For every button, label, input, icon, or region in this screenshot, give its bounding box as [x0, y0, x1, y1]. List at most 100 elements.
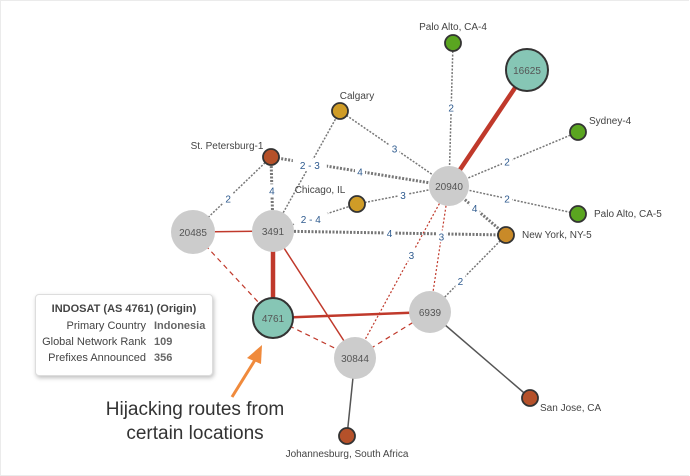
- as-info-tooltip: INDOSAT (AS 4761) (Origin) Primary Count…: [35, 294, 213, 376]
- info-row-primary-country: Primary Country Indonesia: [36, 318, 212, 334]
- edge-hop-label: 2: [448, 103, 454, 114]
- node-circle[interactable]: [505, 48, 549, 92]
- asn-label: 20485: [179, 228, 207, 239]
- node-circle[interactable]: [171, 210, 215, 254]
- edge-hop-label: 4: [269, 186, 275, 197]
- info-label: Prefixes Announced: [48, 352, 146, 364]
- edge-3491-30844: [272, 230, 356, 359]
- location-label: Johannesburg, South Africa: [286, 449, 409, 460]
- asn-label: 6939: [419, 308, 442, 319]
- node-circle[interactable]: [444, 34, 462, 52]
- node-3491[interactable]: 3491: [252, 210, 294, 252]
- edge-label-bg: [469, 202, 480, 215]
- info-value: 109: [154, 336, 173, 348]
- node-20940[interactable]: 20940: [429, 166, 469, 206]
- node-ny[interactable]: New York, NY-5: [497, 226, 592, 244]
- node-pa4[interactable]: Palo Alto, CA-4: [419, 22, 487, 52]
- edge-hop-label: 4: [472, 204, 478, 215]
- node-circle[interactable]: [409, 291, 451, 333]
- edge-label-bg: [223, 192, 234, 205]
- node-20485[interactable]: 20485: [171, 210, 215, 254]
- edge-hop-label: 2: [458, 277, 464, 288]
- edge-label-bg: [384, 227, 395, 239]
- edge-hop-label: 2: [225, 194, 231, 205]
- asn-label: 4761: [262, 314, 285, 325]
- info-row-global-rank: Global Network Rank 109: [36, 334, 212, 350]
- edge-20940-syd: [448, 131, 579, 187]
- node-circle[interactable]: [262, 148, 280, 166]
- edge-label-bg: [446, 101, 457, 114]
- edge-hop-label: 3: [409, 251, 415, 262]
- edge-6939-sj: [429, 311, 531, 399]
- info-value: Indonesia: [154, 320, 206, 332]
- node-16625[interactable]: 16625: [505, 48, 549, 92]
- node-circle[interactable]: [331, 102, 349, 120]
- edge-label-bg: [398, 189, 408, 201]
- edge-hop-label: 3: [400, 191, 406, 202]
- edge-label-bg: [292, 159, 327, 171]
- edge-label-bg: [389, 142, 400, 155]
- annotation-text: Hijacking routes from certain locations: [95, 398, 295, 446]
- location-label: Sydney-4: [589, 116, 632, 127]
- edge-20940-pa4: [448, 42, 454, 187]
- node-30844[interactable]: 30844: [334, 337, 376, 379]
- edge-3491-cal: [272, 110, 341, 232]
- asn-label: 30844: [341, 354, 369, 365]
- edge-hop-label: 4: [357, 168, 363, 179]
- edge-20940-pa5: [448, 185, 579, 215]
- edge-hop-label: 2 - 4: [301, 215, 321, 226]
- edge-hop-label: 4: [387, 229, 393, 240]
- edge-20940-cal: [339, 110, 450, 187]
- edge-label-bg: [455, 275, 466, 288]
- node-6939[interactable]: 6939: [409, 291, 451, 333]
- edge-hop-label: 2: [504, 158, 510, 169]
- edge-label-bg: [293, 212, 328, 225]
- node-circle[interactable]: [569, 205, 587, 223]
- node-circle[interactable]: [348, 195, 366, 213]
- location-label: Chicago, IL: [295, 185, 346, 196]
- location-label: New York, NY-5: [522, 230, 592, 241]
- node-chi[interactable]: Chicago, IL: [295, 185, 366, 213]
- location-label: Palo Alto, CA-5: [594, 209, 662, 220]
- node-stp[interactable]: St. Petersburg-1: [191, 141, 280, 166]
- edge-4761-6939: [272, 310, 431, 320]
- edge-20940-30844: [354, 185, 450, 359]
- info-title: INDOSAT (AS 4761) (Origin): [51, 303, 197, 315]
- node-circle[interactable]: [497, 226, 515, 244]
- info-label: Primary Country: [66, 320, 146, 332]
- edge-label-bg: [406, 248, 417, 261]
- edge-label-bg: [502, 155, 513, 168]
- node-circle[interactable]: [338, 427, 356, 445]
- edge-20940-6939: [429, 185, 450, 313]
- edge-20940-16625: [447, 68, 529, 188]
- edge-label-bg: [502, 192, 513, 205]
- node-circle[interactable]: [521, 389, 539, 407]
- annotation-arrow: [230, 345, 262, 398]
- edge-hop-label: 3: [439, 232, 445, 243]
- node-circle[interactable]: [252, 210, 294, 252]
- location-label: San Jose, CA: [540, 403, 601, 414]
- node-circle[interactable]: [429, 166, 469, 206]
- node-jnb[interactable]: Johannesburg, South Africa: [286, 427, 409, 460]
- info-label: Global Network Rank: [42, 336, 146, 348]
- node-circle[interactable]: [569, 123, 587, 141]
- location-label: Calgary: [340, 91, 374, 102]
- asn-label: 16625: [513, 66, 541, 77]
- asn-label: 3491: [262, 227, 285, 238]
- node-pa5[interactable]: Palo Alto, CA-5: [569, 205, 662, 223]
- node-circle[interactable]: [252, 297, 294, 339]
- edge-hop-label: 3: [392, 145, 398, 156]
- node-syd[interactable]: Sydney-4: [569, 116, 632, 141]
- info-row-prefixes: Prefixes Announced 356: [36, 350, 212, 366]
- annotation-line-2: certain locations: [126, 423, 264, 444]
- node-4761[interactable]: 4761: [252, 297, 294, 339]
- edge-label-bg: [266, 184, 277, 197]
- edge-label-bg: [355, 165, 365, 178]
- edge-hop-label: 2 - 3: [300, 161, 320, 172]
- node-cal[interactable]: Calgary: [331, 91, 374, 120]
- asn-label: 20940: [435, 182, 463, 193]
- node-circle[interactable]: [334, 337, 376, 379]
- node-sj[interactable]: San Jose, CA: [521, 389, 601, 414]
- info-value: 356: [154, 352, 173, 364]
